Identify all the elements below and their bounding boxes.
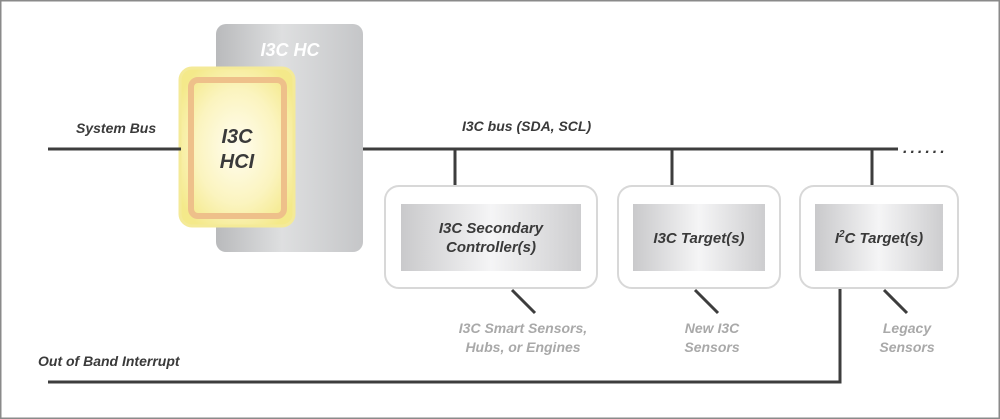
secondary-controller-box bbox=[401, 204, 581, 271]
i2c-target-box bbox=[815, 204, 943, 271]
caption-new-sensors-line1: New I3C bbox=[685, 320, 740, 336]
i3c-bus-label: I3C bus (SDA, SCL) bbox=[462, 118, 591, 134]
caption-new-sensors-line2: Sensors bbox=[684, 339, 739, 355]
i3c-target-box bbox=[633, 204, 765, 271]
secondary-controller-label-line1: I3C Secondary bbox=[439, 220, 544, 237]
i3c-hci-label-line1: I3C bbox=[221, 126, 253, 148]
i2c-target-superscript: 2 bbox=[838, 229, 845, 240]
i3c-target-label: I3C Target(s) bbox=[653, 230, 744, 247]
pointer-new-sensors bbox=[693, 288, 720, 315]
caption-legacy-sensors-line2: Sensors bbox=[879, 339, 934, 355]
i2c-target-prefix: I bbox=[835, 230, 840, 247]
i3c-hc-label: I3C HC bbox=[260, 40, 320, 60]
i2c-target-label: I2C Target(s) bbox=[835, 229, 923, 247]
secondary-controller-label-line2: Controller(s) bbox=[446, 239, 536, 256]
pointer-legacy-sensors bbox=[882, 288, 909, 315]
i3c-hci-inner-ring bbox=[188, 77, 287, 219]
i3c-hci-box bbox=[178, 66, 296, 228]
pointer-smart-sensors bbox=[510, 288, 537, 315]
caption-smart-sensors-line2: Hubs, or Engines bbox=[465, 339, 580, 355]
caption-smart-sensors-line1: I3C Smart Sensors, bbox=[459, 320, 587, 336]
oob-interrupt-label: Out of Band Interrupt bbox=[38, 353, 181, 369]
i2c-target-suffix: C Target(s) bbox=[845, 230, 924, 247]
i3c-hci-label-line2: HCI bbox=[220, 151, 255, 173]
oob-interrupt-line bbox=[48, 289, 842, 384]
system-bus-label: System Bus bbox=[76, 120, 156, 136]
caption-legacy-sensors-line1: Legacy bbox=[883, 320, 932, 336]
bus-continuation-dots: ...... bbox=[903, 140, 948, 157]
